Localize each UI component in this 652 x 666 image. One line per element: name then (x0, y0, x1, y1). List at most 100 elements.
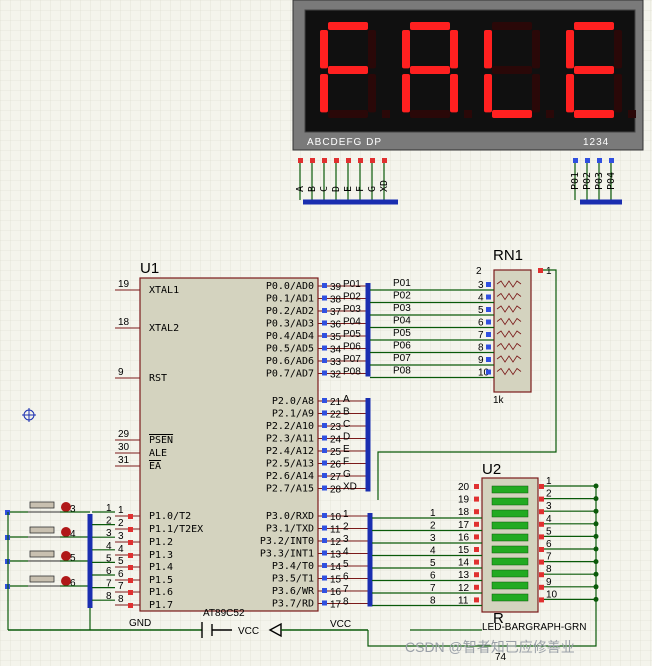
segment-d (574, 110, 614, 118)
pin-name: P1.6 (149, 587, 173, 598)
pin-name: P0.4/AD4 (266, 331, 314, 342)
rn1-pin-5: 5 (478, 305, 522, 316)
u2-left-pin-16: 16 (458, 532, 479, 543)
pin-number: 31 (118, 455, 130, 466)
pin-number: 8 (118, 594, 124, 605)
pin-number: 24 (330, 435, 342, 446)
pin-name: P3.5/T1 (272, 574, 314, 585)
button-terminal-icon (61, 527, 71, 537)
r-ref: R (493, 610, 504, 627)
segment-a (574, 22, 614, 30)
pin-number: 8 (478, 343, 484, 354)
net-label: P05 (343, 329, 361, 340)
button-terminal-icon (61, 502, 71, 512)
u2-net-label: 1 (430, 508, 436, 519)
digit-pin-label: P02 (582, 172, 593, 190)
pin-number: 3 (118, 531, 124, 542)
u2-left-pin-12: 12 (458, 583, 479, 594)
pin-number: 18 (458, 507, 470, 518)
pin-name: P2.6/A14 (266, 471, 314, 482)
net-label: 1 (343, 509, 349, 520)
pin-number: 36 (330, 320, 342, 331)
pin-name: P2.5/A13 (266, 459, 314, 470)
net-label: P08 (343, 367, 361, 378)
power-symbols: GND VCC VCC (8, 618, 368, 638)
button-net-label: 3 (106, 528, 112, 539)
segment-b (368, 30, 376, 69)
pin-number: 25 (330, 447, 342, 458)
pin-number: 27 (330, 472, 342, 483)
u2-left-pin-15: 15 (458, 545, 479, 556)
button-net-label: 6 (106, 566, 112, 577)
led-bar (491, 581, 529, 590)
pin-name: P3.1/TXD (266, 524, 314, 535)
u1-part: AT89C52 (203, 608, 245, 619)
pin-number: 14 (330, 562, 342, 573)
u2-net-label: 4 (430, 546, 436, 557)
digit-pin-label: P04 (606, 172, 617, 190)
pin-number: 9 (546, 577, 552, 588)
segment-e (402, 74, 410, 113)
segment-c (614, 74, 622, 113)
u2-left-pin-20: 20 (458, 482, 479, 493)
u2-part: LED-BARGRAPH-GRN (482, 622, 586, 633)
pin-number: 7 (478, 330, 484, 341)
seg-pin-dot (382, 158, 387, 163)
microcontroller-u1[interactable]: U1 AT89C52 19XTAL118XTAL29RST29PSEN30ALE… (115, 260, 373, 619)
pin-name: P3.4/T0 (272, 561, 314, 572)
net-label: P06 (343, 342, 361, 353)
segment-g (492, 66, 532, 74)
net-label: 5 (343, 559, 349, 570)
seg-pin-label: A (295, 186, 306, 192)
pin-number: 32 (330, 370, 342, 381)
u2-left-pin-11: 11 (458, 595, 479, 606)
pin-number: 4 (478, 293, 484, 304)
rn1-net-label: P06 (393, 341, 411, 352)
segment-g (328, 66, 368, 74)
pin-number: 1 (118, 505, 124, 516)
pin-name: P1.7 (149, 600, 173, 611)
pin-name: XTAL2 (149, 323, 179, 334)
net-label: 2 (343, 522, 349, 533)
pin-number: 20 (458, 482, 470, 493)
button-2[interactable]: 4 (5, 526, 90, 540)
pin-number: 19 (118, 279, 130, 290)
pin-number: 15 (330, 575, 342, 586)
vcc2-label: VCC (330, 619, 351, 630)
rn1-pin-9: 9 (478, 355, 522, 366)
pin-number: 3 (478, 280, 484, 291)
pin-number: 34 (330, 345, 342, 356)
button-pin: 6 (70, 578, 76, 589)
segment-b (450, 30, 458, 69)
rn1-net-label: P03 (393, 303, 411, 314)
segment-label: ABCDEFG DP (307, 137, 382, 148)
pin-number: 9 (478, 355, 484, 366)
pin-number: 11 (330, 525, 341, 536)
pin-name: PSEN (149, 435, 173, 446)
pin-name: P2.7/A15 (266, 484, 314, 495)
pin-number: 4 (118, 544, 124, 555)
u1-pin-3: 3P1.2 (115, 531, 173, 548)
u2-net-label: 3 (430, 533, 436, 544)
u2-left-pin-19: 19 (458, 495, 479, 506)
u2-net-label: 6 (430, 571, 436, 582)
pin-name: P3.3/INT1 (260, 549, 314, 560)
pin-number: 15 (458, 545, 470, 556)
pin-number: 5 (546, 526, 552, 537)
seg-pin-label: D (331, 186, 342, 192)
